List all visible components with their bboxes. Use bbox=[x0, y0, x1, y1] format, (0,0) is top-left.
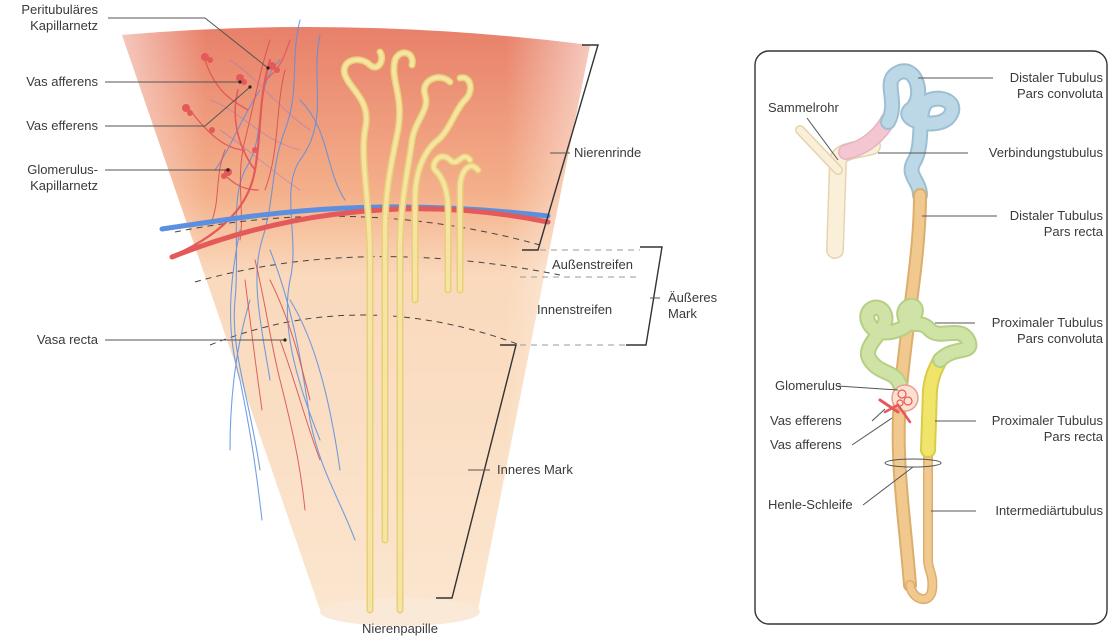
label-glomerulus-kapillarnetz-line1: Glomerulus- bbox=[0, 162, 98, 178]
label-nierenrinde: Nierenrinde bbox=[574, 145, 641, 161]
label-vas-efferens-right: Vas efferens bbox=[770, 413, 842, 429]
label-sammelrohr: Sammelrohr bbox=[768, 100, 839, 116]
label-proximal-convoluta-line2: Pars convoluta bbox=[960, 331, 1103, 347]
label-verbindungstubulus: Verbindungstubulus bbox=[960, 145, 1103, 161]
label-vas-afferens-left: Vas afferens bbox=[0, 74, 98, 90]
label-vas-efferens-left: Vas efferens bbox=[0, 118, 98, 134]
label-peritubular: Peritubuläres Kapillarnetz bbox=[0, 2, 98, 34]
label-distal-recta: Distaler Tubulus Pars recta bbox=[960, 208, 1103, 240]
kidney-cone bbox=[122, 27, 590, 626]
label-glomerulus-kapillarnetz: Glomerulus- Kapillarnetz bbox=[0, 162, 98, 194]
label-innenstreifen: Innenstreifen bbox=[537, 302, 612, 318]
label-proximal-convoluta-line1: Proximaler Tubulus bbox=[960, 315, 1103, 331]
label-aeusseres-mark-line2: Mark bbox=[668, 306, 717, 322]
label-peritubular-line1: Peritubuläres bbox=[0, 2, 98, 18]
label-distal-convoluta: Distaler Tubulus Pars convoluta bbox=[960, 70, 1103, 102]
label-glomerulus: Glomerulus bbox=[775, 378, 841, 394]
label-proximal-recta-line2: Pars recta bbox=[960, 429, 1103, 445]
label-vasa-recta: Vasa recta bbox=[0, 332, 98, 348]
label-intermediaertubulus: Intermediärtubulus bbox=[960, 503, 1103, 519]
label-distal-recta-line1: Distaler Tubulus bbox=[960, 208, 1103, 224]
label-distal-convoluta-line2: Pars convoluta bbox=[960, 86, 1103, 102]
label-aussenstreifen: Außenstreifen bbox=[552, 257, 633, 273]
label-glomerulus-kapillarnetz-line2: Kapillarnetz bbox=[0, 178, 98, 194]
label-proximal-recta-line1: Proximaler Tubulus bbox=[960, 413, 1103, 429]
label-peritubular-line2: Kapillarnetz bbox=[0, 18, 98, 34]
label-distal-convoluta-line1: Distaler Tubulus bbox=[960, 70, 1103, 86]
label-henle-schleife: Henle-Schleife bbox=[768, 497, 853, 513]
label-aeusseres-mark-line1: Äußeres bbox=[668, 290, 717, 306]
label-nierenpapille: Nierenpapille bbox=[320, 621, 480, 637]
label-aeusseres-mark: Äußeres Mark bbox=[668, 290, 717, 322]
label-proximal-recta: Proximaler Tubulus Pars recta bbox=[960, 413, 1103, 445]
label-distal-recta-line2: Pars recta bbox=[960, 224, 1103, 240]
label-inneres-mark: Inneres Mark bbox=[497, 462, 573, 478]
label-vas-afferens-right: Vas afferens bbox=[770, 437, 842, 453]
label-proximal-convoluta: Proximaler Tubulus Pars convoluta bbox=[960, 315, 1103, 347]
